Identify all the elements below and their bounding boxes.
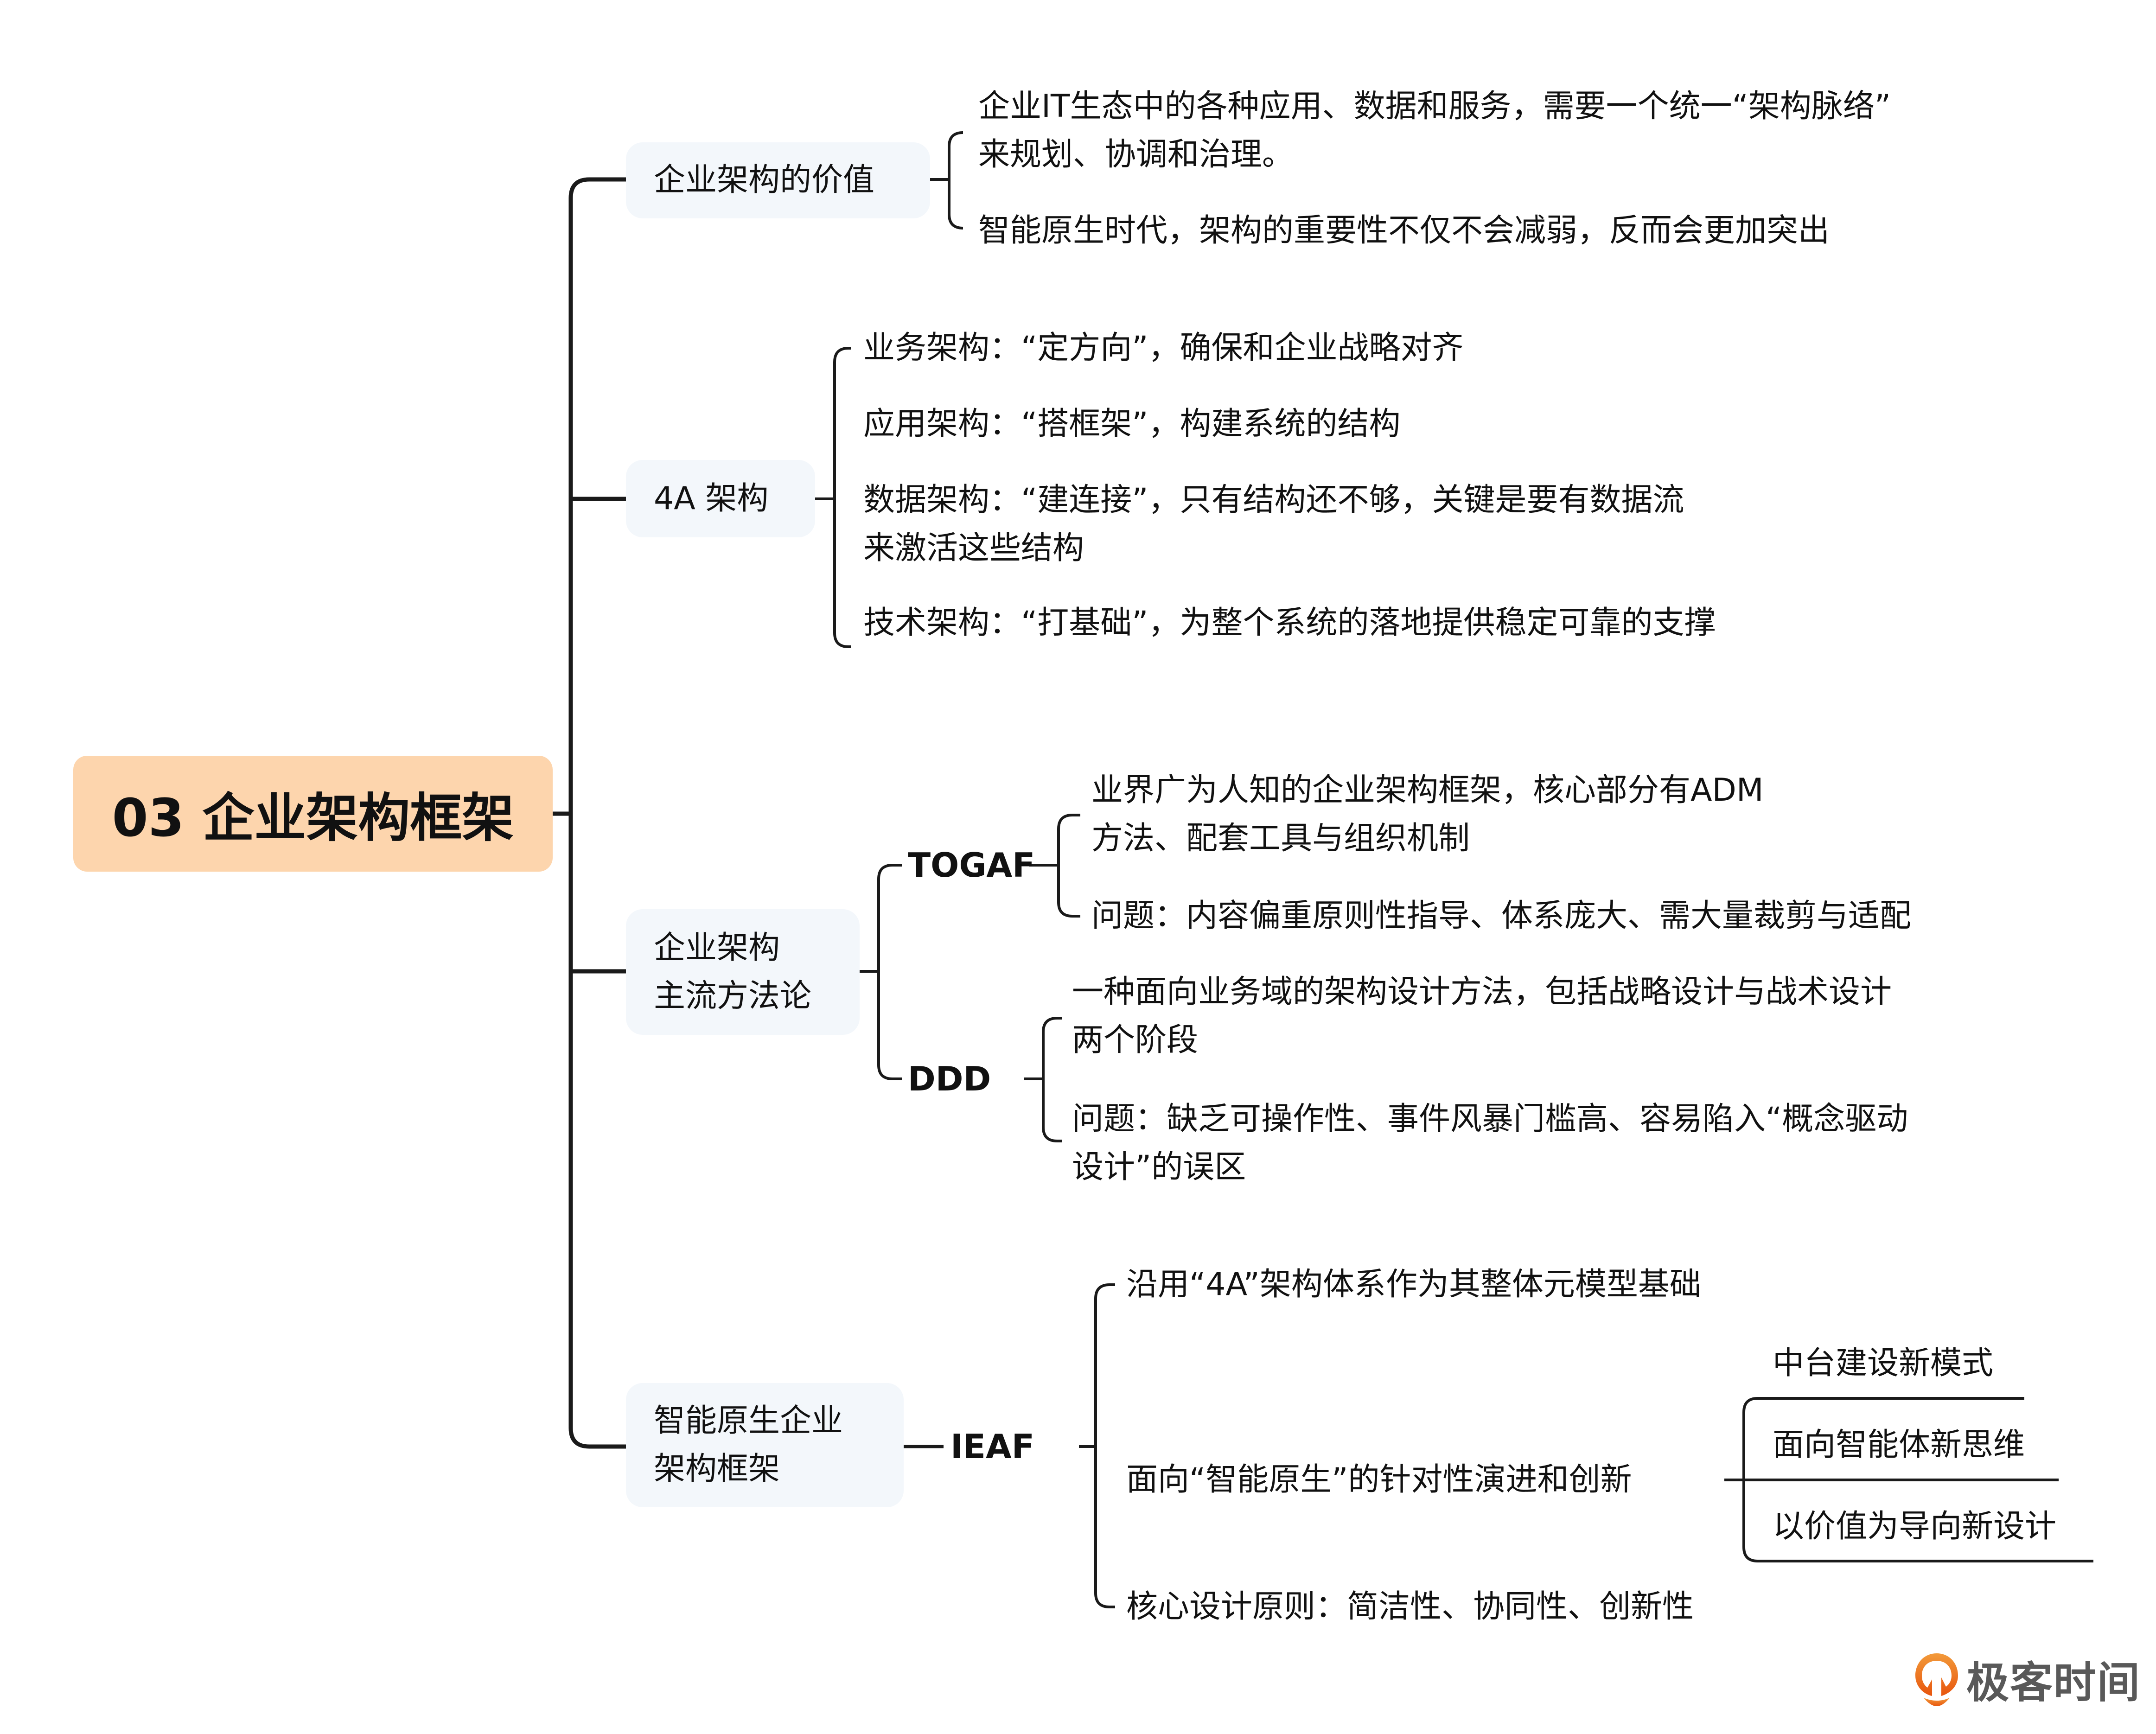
- leaf-text: 沿用“4A”架构体系作为其整体元模型基础: [1126, 1266, 1701, 1303]
- sub-leaf-text: 以价值为导向新设计: [1773, 1508, 2057, 1545]
- bracket-line: [1042, 1017, 1062, 1142]
- node-mainstream-methods[interactable]: 企业架构 主流方法论: [626, 909, 860, 1035]
- leaf-text: 企业IT生态中的各种应用、数据和服务，需要一个统一“架构脉络”: [978, 88, 1891, 125]
- bracket-line: [877, 864, 902, 1080]
- node-label-line2: 主流方法论: [654, 977, 812, 1014]
- bracket-line: [1094, 1283, 1115, 1608]
- leaf-text: 来激活这些结构: [863, 530, 1084, 567]
- node-label-line2: 架构框架: [654, 1451, 780, 1487]
- geektime-logo: 极客时间: [1914, 1648, 2141, 1710]
- leaf-text: 方法、配套工具与组织机制: [1091, 820, 1470, 857]
- leaf-text: 问题：缺乏可操作性、事件风暴门槛高、容易陷入“概念驱动: [1072, 1101, 1908, 1137]
- node-label-line1: 企业架构: [654, 929, 780, 966]
- logo-text: 极客时间: [1966, 1658, 2141, 1708]
- leaf-text: 核心设计原则：简洁性、协同性、创新性: [1126, 1588, 1694, 1625]
- leaf-text: 一种面向业务域的架构设计方法，包括战略设计与战术设计: [1072, 974, 1892, 1010]
- trunk-line: [568, 177, 626, 1449]
- bracket-line: [1057, 814, 1080, 918]
- leaf-text: 数据架构：“建连接”，只有结构还不够，关键是要有数据流: [863, 482, 1684, 518]
- leaf-text: 两个阶段: [1072, 1022, 1199, 1058]
- leaf-text: 来规划、协调和治理。: [978, 136, 1294, 173]
- bracket-line: [948, 131, 963, 230]
- bracket-line: [833, 347, 851, 648]
- root-label: 03 企业架构框架: [112, 788, 514, 848]
- leaf-text: 业界广为人知的企业架构框架，核心部分有ADM: [1091, 772, 1764, 809]
- node-enterprise-architecture-value[interactable]: 企业架构的价值: [626, 142, 930, 218]
- sub-leaf-text: 中台建设新模式: [1773, 1345, 1994, 1382]
- node-label-line1: 智能原生企业: [654, 1402, 843, 1439]
- node-ieaf[interactable]: IEAF: [950, 1427, 1034, 1466]
- leaf-text: 技术架构：“打基础”，为整个系统的落地提供稳定可靠的支撑: [863, 605, 1716, 641]
- node-4a-architecture[interactable]: 4A 架构: [626, 460, 815, 537]
- leaf-text: 问题：内容偏重原则性指导、体系庞大、需大量裁剪与适配: [1091, 898, 1912, 934]
- sub-leaf-text: 面向智能体新思维: [1773, 1427, 2025, 1463]
- node-togaf[interactable]: TOGAF: [908, 846, 1035, 885]
- leaf-text: 业务架构：“定方向”，确保和企业战略对齐: [863, 330, 1464, 366]
- leaf-text: 设计”的误区: [1072, 1149, 1246, 1186]
- leaf-text: 应用架构：“搭框架”，构建系统的结构: [863, 406, 1401, 442]
- node-ddd[interactable]: DDD: [908, 1059, 991, 1098]
- node-label: 4A 架构: [654, 480, 769, 517]
- leaf-text: 面向“智能原生”的针对性演进和创新: [1126, 1461, 1632, 1498]
- node-label: 企业架构的价值: [654, 162, 875, 198]
- root-node[interactable]: 03 企业架构框架: [73, 756, 553, 872]
- leaf-text: 智能原生时代，架构的重要性不仅不会减弱，反而会更加突出: [978, 212, 1830, 249]
- geektime-logo-icon: [1915, 1653, 1958, 1706]
- node-intelligent-native-framework[interactable]: 智能原生企业 架构框架: [626, 1383, 904, 1507]
